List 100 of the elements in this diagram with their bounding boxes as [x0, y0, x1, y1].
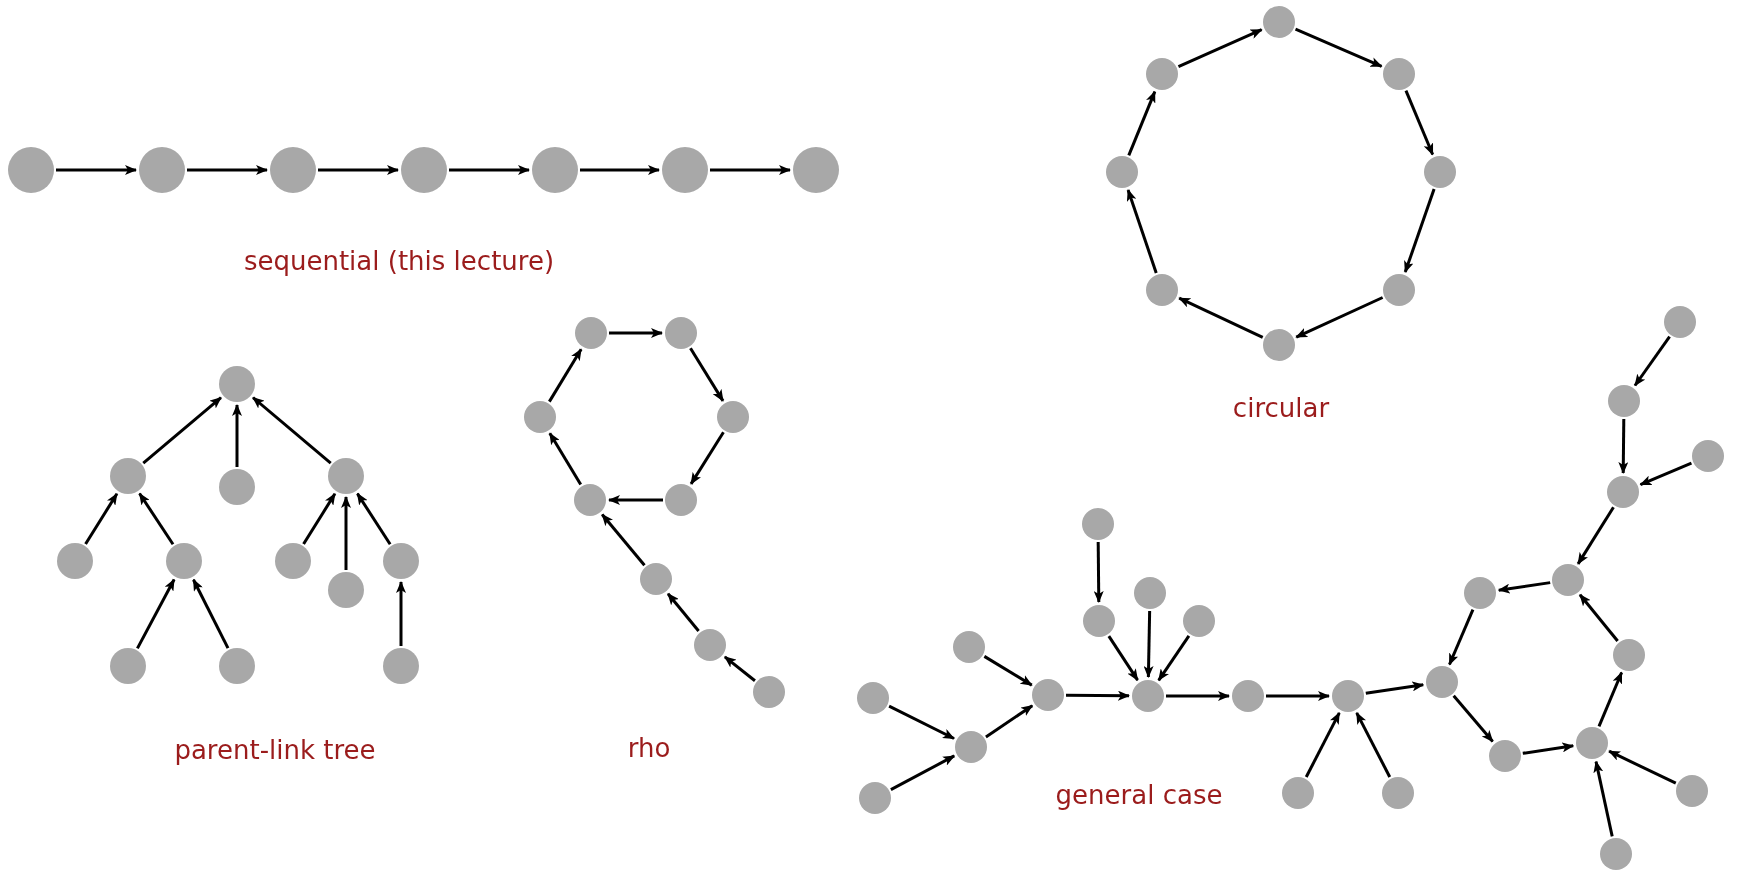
- graph-node: [219, 469, 255, 505]
- graph-node: [1146, 58, 1178, 90]
- arrow: [1633, 335, 1671, 387]
- graph-node: [1424, 156, 1456, 188]
- arrow: [84, 492, 119, 545]
- arrow: [252, 396, 332, 465]
- graph-node: [110, 458, 146, 494]
- arrow: [1578, 593, 1619, 642]
- graph-node: [717, 401, 749, 433]
- arrow: [601, 513, 646, 567]
- arrow: [723, 655, 756, 682]
- graph-node: [953, 631, 985, 663]
- arrow: [609, 328, 663, 338]
- graph-node: [640, 563, 672, 595]
- graph-node: [1607, 476, 1639, 508]
- graph-node: [401, 147, 447, 193]
- arrow: [1093, 542, 1104, 603]
- graph-node: [1232, 680, 1264, 712]
- arrow: [548, 432, 582, 486]
- arrow: [1178, 296, 1264, 339]
- arrow: [548, 348, 583, 403]
- graph-node: [857, 682, 889, 714]
- arrow: [890, 754, 956, 791]
- graph-node: [1263, 6, 1295, 38]
- graph-node: [1489, 740, 1521, 772]
- arrow: [1127, 90, 1157, 156]
- graph-node: [166, 543, 202, 579]
- arrow: [689, 347, 725, 402]
- arrow: [1355, 712, 1392, 778]
- graph-node: [1692, 440, 1724, 472]
- arrow: [1066, 690, 1130, 701]
- graph-node: [1552, 564, 1584, 596]
- arrow: [138, 492, 175, 546]
- arrow: [1295, 296, 1384, 339]
- graph-node: [1082, 508, 1114, 540]
- graph-node: [1083, 605, 1115, 637]
- arrow: [232, 404, 242, 467]
- arrow: [1593, 760, 1614, 837]
- arrow: [192, 578, 230, 649]
- graph-node: [575, 317, 607, 349]
- graph-node: [1332, 680, 1364, 712]
- graph-node: [1664, 306, 1696, 338]
- arrow: [1157, 635, 1191, 682]
- graph-node: [139, 147, 185, 193]
- graph-node: [1263, 329, 1295, 361]
- caption-text: parent-link tree: [174, 735, 376, 765]
- arrow: [396, 581, 406, 646]
- arrow: [1166, 691, 1230, 701]
- graph-node: [524, 401, 556, 433]
- arrow: [608, 495, 663, 505]
- graph-node: [8, 147, 54, 193]
- arrow: [689, 431, 725, 485]
- arrow: [710, 165, 791, 175]
- arrow: [1107, 635, 1139, 681]
- graph-node: [383, 648, 419, 684]
- graph-node: [270, 147, 316, 193]
- graph-node: [955, 731, 987, 763]
- graph-node: [859, 782, 891, 814]
- arrow: [1404, 90, 1435, 156]
- arrow: [1126, 189, 1158, 274]
- graph-node: [57, 543, 93, 579]
- arrow: [580, 165, 660, 175]
- arrow: [56, 165, 137, 175]
- arrow: [1522, 742, 1575, 755]
- graph-node: [1608, 385, 1640, 417]
- arrow: [318, 165, 399, 175]
- arrow: [1177, 28, 1263, 69]
- graph-node: [1132, 680, 1164, 712]
- arrow: [1266, 691, 1330, 701]
- arrow: [1608, 749, 1677, 785]
- graph-node: [662, 147, 708, 193]
- graph-node: [1183, 605, 1215, 637]
- arrow: [1452, 694, 1494, 743]
- arrow: [1448, 608, 1475, 666]
- graph-node: [665, 317, 697, 349]
- arrow: [1143, 610, 1154, 678]
- graph-node: [1576, 727, 1608, 759]
- graph-node: [328, 458, 364, 494]
- graph-node: [1613, 639, 1645, 671]
- arrow: [1576, 506, 1615, 565]
- arrow: [1403, 188, 1436, 273]
- arrow: [983, 655, 1033, 687]
- graph-node: [1282, 777, 1314, 809]
- arrow: [1597, 671, 1624, 727]
- arrow: [1304, 712, 1341, 778]
- graph-node: [1032, 679, 1064, 711]
- arrow: [888, 704, 955, 740]
- graph-node: [793, 147, 839, 193]
- graph-node: [665, 484, 697, 516]
- arrow: [666, 592, 700, 632]
- graph-node: [532, 147, 578, 193]
- graph-node: [1676, 775, 1708, 807]
- graph-node: [219, 648, 255, 684]
- graph-node: [1106, 156, 1138, 188]
- graph-node: [1464, 577, 1496, 609]
- graph-node: [383, 543, 419, 579]
- arrow: [1497, 581, 1551, 594]
- graph-node: [694, 629, 726, 661]
- graph-node: [1383, 58, 1415, 90]
- caption-text: sequential (this lecture): [243, 246, 555, 276]
